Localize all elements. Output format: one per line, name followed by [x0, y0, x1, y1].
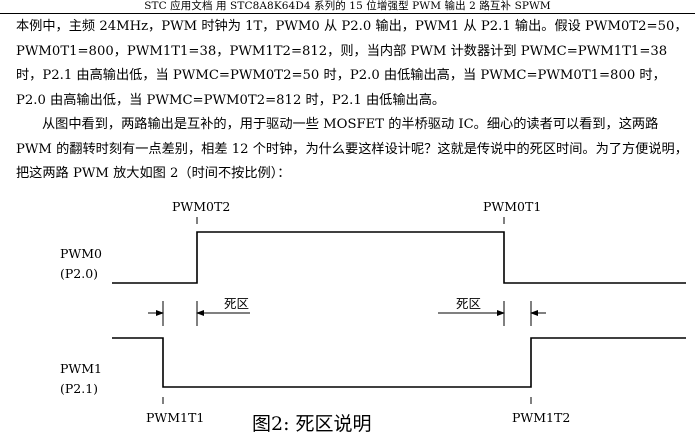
marker-pwm1t2-label: PWM1T2: [512, 410, 570, 425]
deadzone-left-label: 死区: [224, 296, 249, 311]
pwm0-waveform: [112, 231, 686, 284]
marker-pwm0t2-label: PWM0T2: [172, 199, 230, 214]
pwm1-name: PWM1: [60, 361, 102, 376]
pwm0-pin: (P2.0): [60, 266, 98, 281]
figure-caption: 图2: 死区说明: [252, 413, 372, 435]
paragraph-1: 本例中，主频 24MHz，PWM 时钟为 1T，PWM0 从 P2.0 输出，P…: [16, 19, 688, 108]
paragraph-2: 从图中看到，两路输出是互补的，用于驱动一些 MOSFET 的半桥驱动 IC。细心…: [16, 117, 688, 181]
pwm1-pin: (P2.1): [60, 381, 98, 396]
pwm1-waveform: [112, 337, 686, 388]
marker-pwm1t1-label: PWM1T1: [146, 410, 204, 425]
document-header: STC 应用文档 用 STC8A8K64D4 系列的 15 位增强型 PWM 输…: [144, 0, 551, 12]
deadtime-diagram: PWM0T2 PWM0T1 PWM0 (P2.0) 死区 死区 PWM1 (P2…: [60, 199, 686, 435]
header-rule: [0, 13, 695, 14]
marker-pwm0t1-label: PWM0T1: [483, 199, 541, 214]
pwm0-name: PWM0: [60, 246, 102, 261]
deadzone-right-label: 死区: [456, 296, 481, 311]
